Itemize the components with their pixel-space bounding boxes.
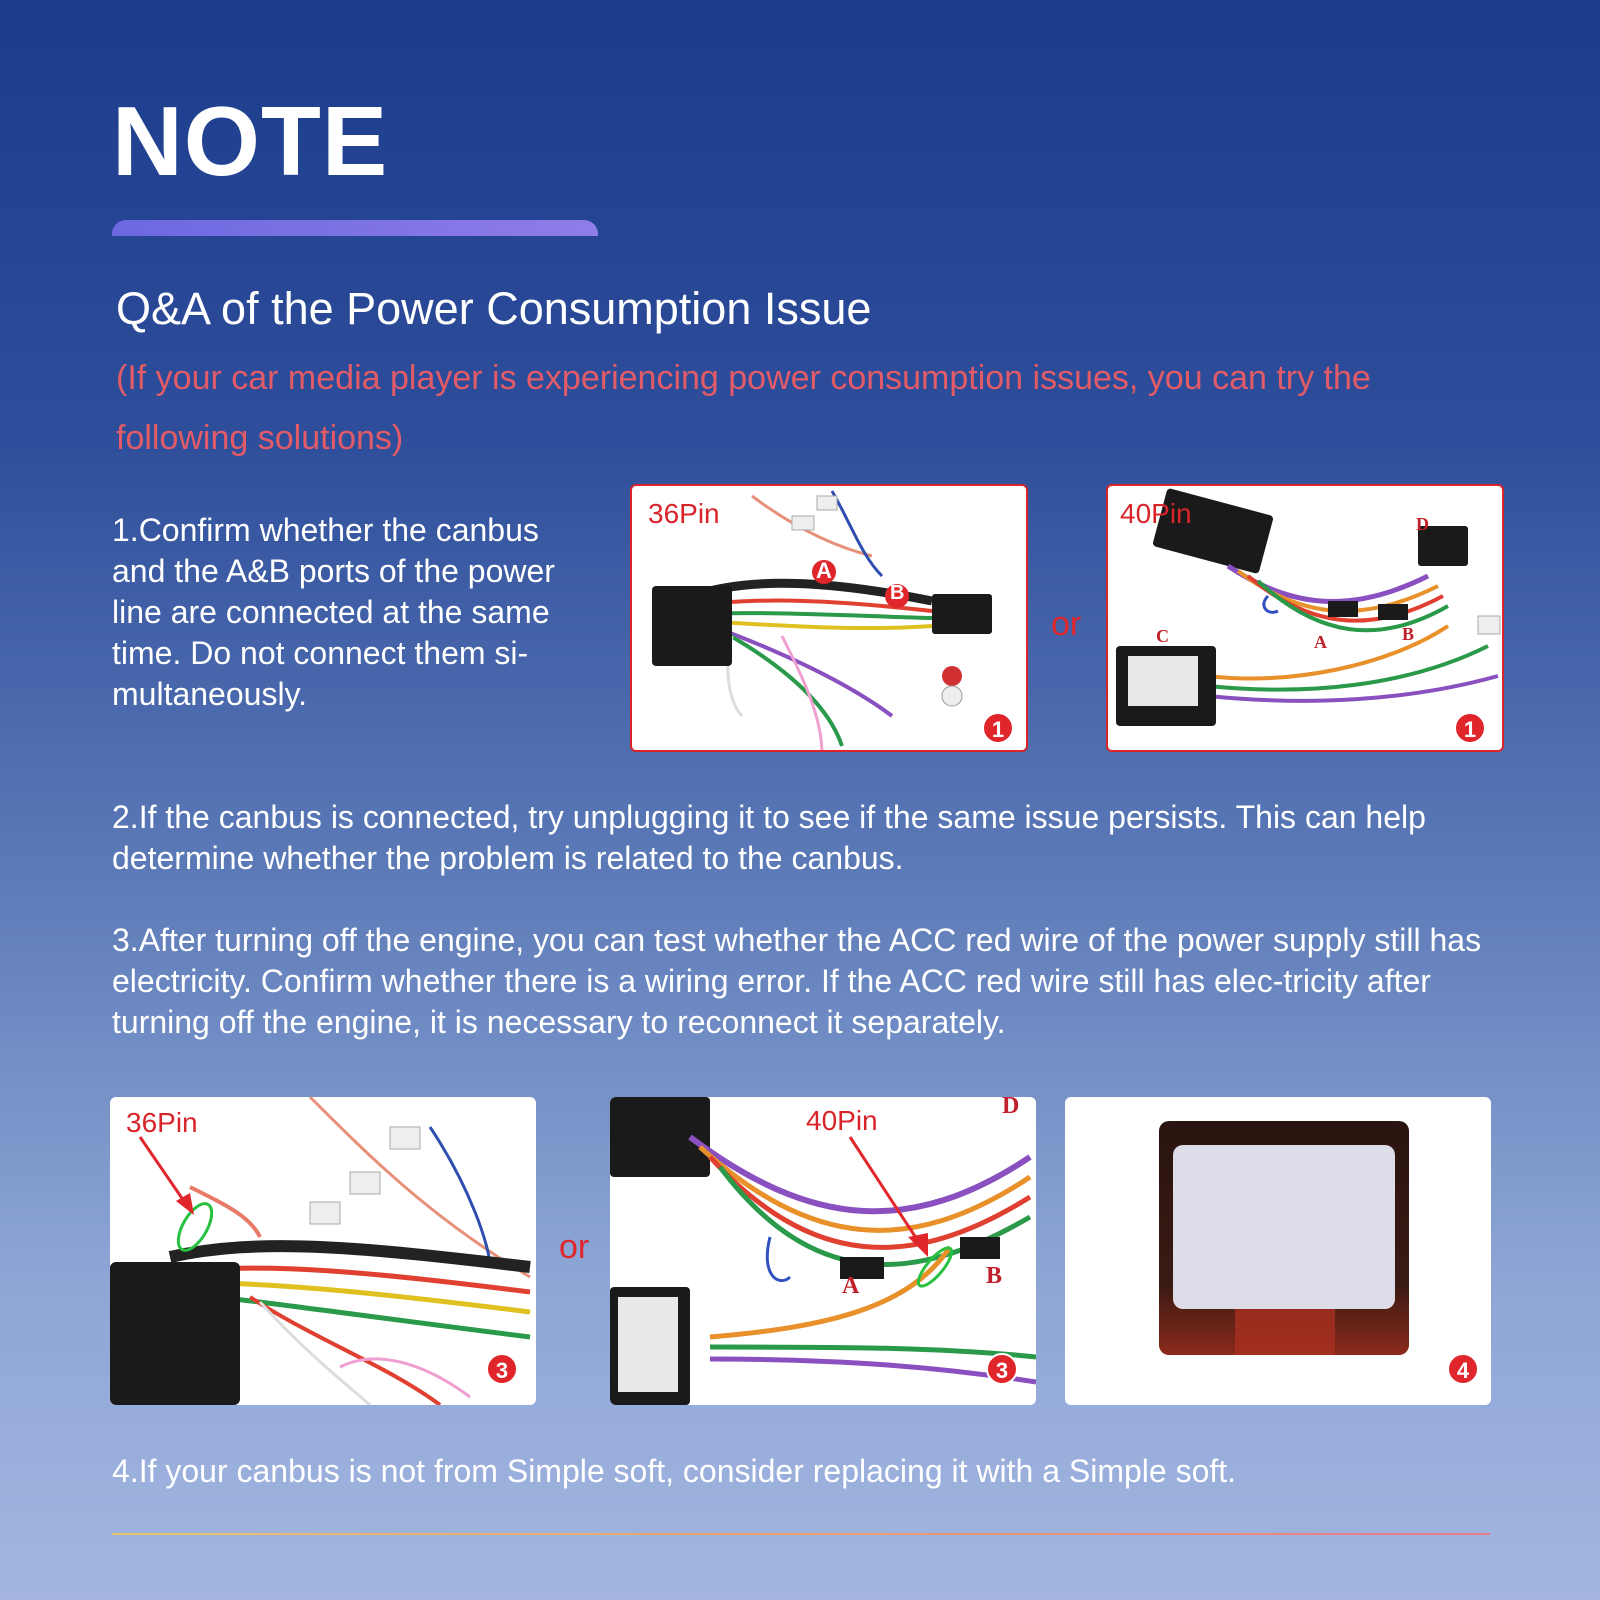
- port-b-marker: B: [1402, 624, 1415, 644]
- step-1-text: 1.Confirm whether the canbus and the A&B…: [112, 512, 555, 712]
- hint-text: (If your car media player is experiencin…: [116, 359, 1371, 457]
- pin-label: 40Pin: [1120, 498, 1192, 529]
- port-b-marker: B: [890, 582, 905, 604]
- port-a-marker: A: [1314, 632, 1327, 652]
- badge-number: 1: [1454, 712, 1486, 744]
- step-4-text: 4.If your canbus is not from Simple soft…: [112, 1453, 1237, 1489]
- badge-number: 3: [486, 1353, 518, 1385]
- badge-number: 3: [986, 1353, 1018, 1385]
- pin-label: 36Pin: [126, 1107, 198, 1138]
- harness-36pin-photo: 36Pin A B 1: [630, 484, 1028, 752]
- harness-40pin-photo: 40Pin D C A B 1: [1106, 484, 1504, 752]
- port-c-marker: C: [1156, 626, 1169, 646]
- pin-label: 40Pin: [806, 1105, 878, 1136]
- step-3-text: 3.After turning off the engine, you can …: [112, 922, 1482, 1040]
- pin-label: 36Pin: [648, 498, 720, 529]
- port-d-marker: D: [1416, 514, 1429, 534]
- port-a-marker: A: [842, 1273, 860, 1299]
- port-b-marker: B: [986, 1263, 1003, 1289]
- page-title: NOTE: [112, 86, 389, 196]
- harness-36pin-closeup-photo: 36Pin 3: [110, 1097, 536, 1405]
- badge-number: 1: [982, 712, 1014, 744]
- canbus-decoder-photo: 4: [1065, 1097, 1491, 1405]
- bottom-divider: [112, 1533, 1490, 1535]
- step-2-text: 2.If the canbus is connected, try unplug…: [112, 799, 1426, 876]
- port-a-marker: A: [816, 558, 832, 583]
- or-label: or: [1051, 605, 1082, 643]
- port-d-marker: D: [1002, 1097, 1020, 1119]
- badge-number: 4: [1447, 1353, 1479, 1385]
- or-label: or: [559, 1228, 590, 1266]
- harness-40pin-closeup-photo: 40Pin D A B 3: [610, 1097, 1036, 1405]
- title-underline: [112, 220, 598, 236]
- section-subtitle: Q&A of the Power Consumption Issue: [116, 283, 872, 334]
